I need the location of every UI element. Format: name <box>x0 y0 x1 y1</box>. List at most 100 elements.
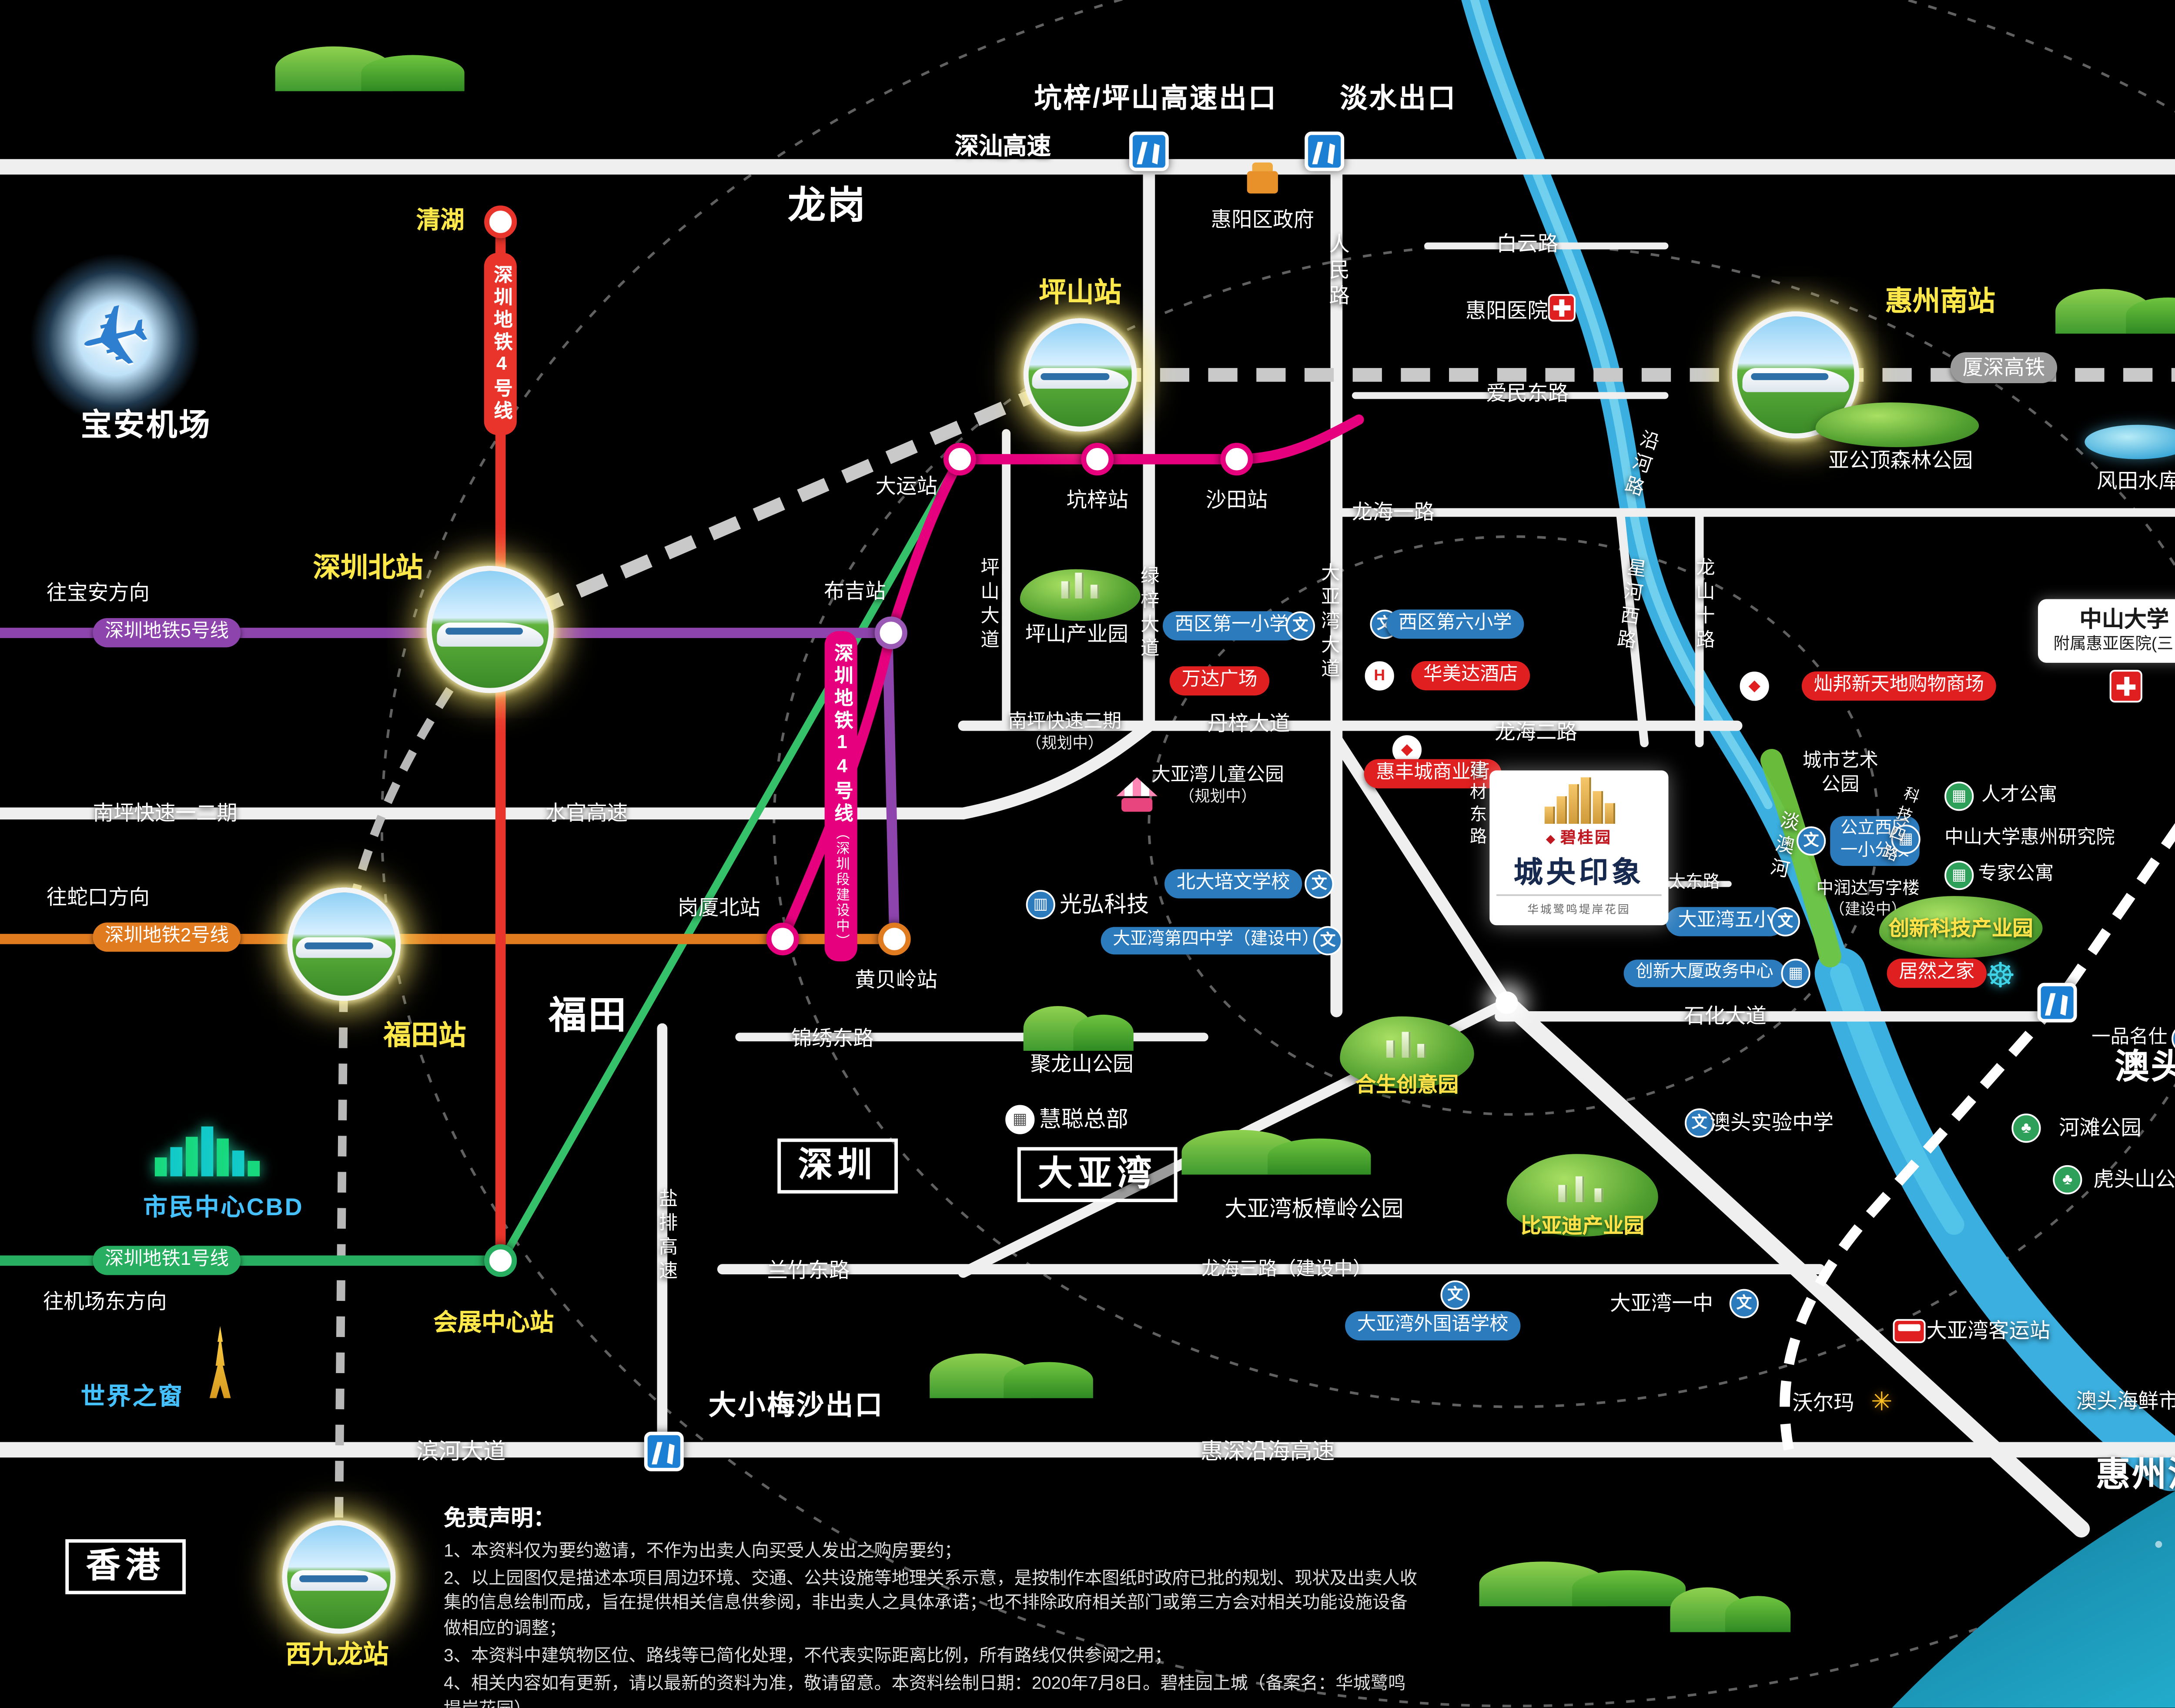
train-icon <box>1742 368 1850 391</box>
buji-station-label: 布吉站 <box>823 579 886 604</box>
guanghong-tech-label: 光弘科技 <box>1059 891 1149 917</box>
binhe-avenue-label: 滨河大道 <box>416 1438 506 1464</box>
dyw-5th-primary-school-icon: 文 <box>1770 907 1800 937</box>
west-kowloon-station-icon <box>282 1520 396 1634</box>
dyw-foreign-school-pill: 大亚湾外国语学校 <box>1345 1311 1521 1341</box>
xiqu-first-primary-pill: 西区第一小学 <box>1162 611 1301 641</box>
huiyang-hospital-label: 惠阳医院 <box>1465 299 1548 323</box>
lvzi-avenue-label: 绿梓大道 <box>1138 565 1159 662</box>
public-branch-school-icon: 文 <box>1797 826 1826 856</box>
meisha-exit-label: 大小梅沙出口 <box>709 1392 884 1421</box>
banzhangling-park-hills <box>1181 1130 1371 1175</box>
qinghu-station-roundel <box>484 205 517 238</box>
danao-river <box>1461 0 2175 1491</box>
lanzhu-east-road-label: 兰竹东路 <box>767 1258 850 1283</box>
danshui-exit-label: 淡水出口 <box>1340 85 1457 114</box>
xiashen-hsr-pill: 厦深高铁 <box>1950 352 2058 384</box>
beida-peiwen-pill: 北大培文学校 <box>1164 869 1302 899</box>
metro-line-3 <box>500 460 960 1261</box>
juran-home-pill: 居然之家 <box>1887 959 1987 989</box>
shatian-station-roundel <box>1220 443 1253 476</box>
disclaimer-title: 免责声明： <box>444 1504 556 1531</box>
huicong-hq-icon: ▦ <box>1005 1105 1035 1134</box>
huicong-hq-label: 慧聪总部 <box>1039 1106 1128 1132</box>
highway-dashed <box>1780 823 2175 1451</box>
dyw-bus-station-label: 大亚湾客运站 <box>1926 1319 2051 1343</box>
property-card: ◆碧桂园 城央印象 华城鹭鸣堤岸花园 <box>1489 770 1669 926</box>
disclaimer-line: 1、本资料仅为要约邀请，不作为出卖人向买受人发出之购房要约； <box>444 1542 962 1561</box>
longgang-district-label: 龙岗 <box>787 184 867 227</box>
riverside-park-strip <box>1760 749 1841 968</box>
nanping-phase3-label: 南坪快速三期（规划中） <box>1008 712 1122 752</box>
walmart-spark-icon: ✳ <box>1870 1387 1893 1417</box>
dyw-foreign-school-icon: 文 <box>1440 1280 1470 1310</box>
yagongding-forest-park-blob <box>1815 402 1979 448</box>
property-buildings-icon <box>1496 777 1662 824</box>
yanpai-expressway-label: 盐排高速 <box>656 1188 677 1285</box>
hetan-park-label: 河滩公园 <box>2059 1116 2142 1140</box>
xinghe-west-road-label: 星河西路 <box>1613 556 1647 655</box>
dayawan-box: 大亚湾 <box>1017 1147 1178 1202</box>
danzi-avenue-label: 丹梓大道 <box>1207 712 1290 736</box>
pingshan-industrial-park-label: 坪山产业园 <box>1025 622 1128 646</box>
sea-sparkles <box>2155 1541 2162 1548</box>
xiqu-first-primary-school-icon: 文 <box>1285 611 1315 641</box>
huizhou-south-station-label: 惠州南站 <box>1885 287 1995 318</box>
world-window-eiffel-icon <box>209 1326 231 1398</box>
disclaimer-line: 2、以上园图仅是描述本项目周边环境、交通、公共设施等地理关系示意，是按制作本图纸… <box>444 1569 1418 1639</box>
shuiguan-expressway-label: 水官高速 <box>545 801 628 826</box>
rail-lines <box>335 368 2175 1528</box>
baoan-airport-label: 宝安机场 <box>80 408 212 443</box>
train-icon <box>1033 368 1128 390</box>
to-airport-east-label: 往机场东方向 <box>43 1289 167 1314</box>
jiancai-east-road-label: 建材东路 <box>1465 760 1485 850</box>
disclaimer-line: 3、本资料中建筑物区位、路线等已简化处理，不代表实际距离比例，所有路线仅供参阅之… <box>444 1647 1172 1667</box>
futian-station-icon <box>287 887 401 1001</box>
innovation-gov-center-pill: 创新大厦政务中心 <box>1623 959 1786 987</box>
kengzi-pingshan-exit-label: 坑梓/坪山高速出口 <box>1034 85 1278 114</box>
talent-apartment-icon: ▦ <box>1944 782 1974 811</box>
innovation-tech-park-blob <box>1879 896 2043 958</box>
nanping-phase12-label: 南坪快速一二期 <box>93 801 238 826</box>
taidong-road-label: 太东路 <box>1668 873 1720 893</box>
children-park-label: 大亚湾儿童公园（规划中） <box>1151 765 1284 806</box>
dayun-station-roundel <box>943 443 976 476</box>
walmart-label: 沃尔玛 <box>1792 1391 1854 1415</box>
canbang-mall-pill: 灿邦新天地购物商场 <box>1801 671 1996 701</box>
trees-south-2 <box>1670 1587 1791 1632</box>
aotou-seafood-label: 澳头海鲜市场 <box>2076 1389 2175 1414</box>
junction-glow-dot <box>1496 991 1518 1014</box>
fengtian-reservoir-label: 风田水库 <box>2097 469 2175 494</box>
aotou-exit-icon <box>2037 983 2077 1023</box>
train-icon <box>436 622 544 646</box>
train-icon <box>291 1571 387 1592</box>
longhai-2nd-road-label: 龙海二路 <box>1495 720 1577 745</box>
kengzi-exit-icon <box>1129 131 1169 171</box>
west-kowloon-station-label: 西九龙站 <box>285 1641 389 1670</box>
kowloon-hsr-line <box>335 627 494 1528</box>
dyw-4th-middle-pill: 大亚湾第四中学（建设中） <box>1101 927 1332 955</box>
hesheng-creative-blob <box>1340 1016 1474 1089</box>
hesheng-creative-label: 合生创意园 <box>1355 1073 1459 1097</box>
yipinmingshi-label: 一品名仕 <box>2091 1027 2168 1048</box>
sysu-institute-label: 中山大学惠州研究院 <box>1944 828 2115 849</box>
baiyun-road-label: 白云路 <box>1496 232 1559 256</box>
city-art-park-label: 城市艺术公园 <box>1802 751 1878 796</box>
dayun-station-label: 大运站 <box>875 474 938 498</box>
aotou-expressway-label: 澳头高速口 <box>2115 1049 2175 1087</box>
kengzi-station-roundel <box>1081 443 1114 476</box>
shenzhen-north-station-label: 深圳北站 <box>313 554 423 584</box>
metro-line2-pill: 深圳地铁2号线 <box>93 923 241 952</box>
sea <box>1892 1491 2175 1708</box>
xiqu-sixth-primary-pill: 西区第六小学 <box>1386 609 1524 639</box>
train-icon <box>296 938 392 959</box>
property-brand: ◆碧桂园 <box>1496 826 1662 848</box>
talent-apartment-label: 人才公寓 <box>1981 785 2058 806</box>
hongkong-box: 香港 <box>65 1539 186 1594</box>
expert-apartment-label: 专家公寓 <box>1978 864 2054 885</box>
danao-river-label: 淡澳河 <box>1765 809 1801 884</box>
aotou-exp-middle-label: 澳头实验中学 <box>1710 1110 1834 1135</box>
ferris-wheel-icon: ☸ <box>1985 958 2016 996</box>
